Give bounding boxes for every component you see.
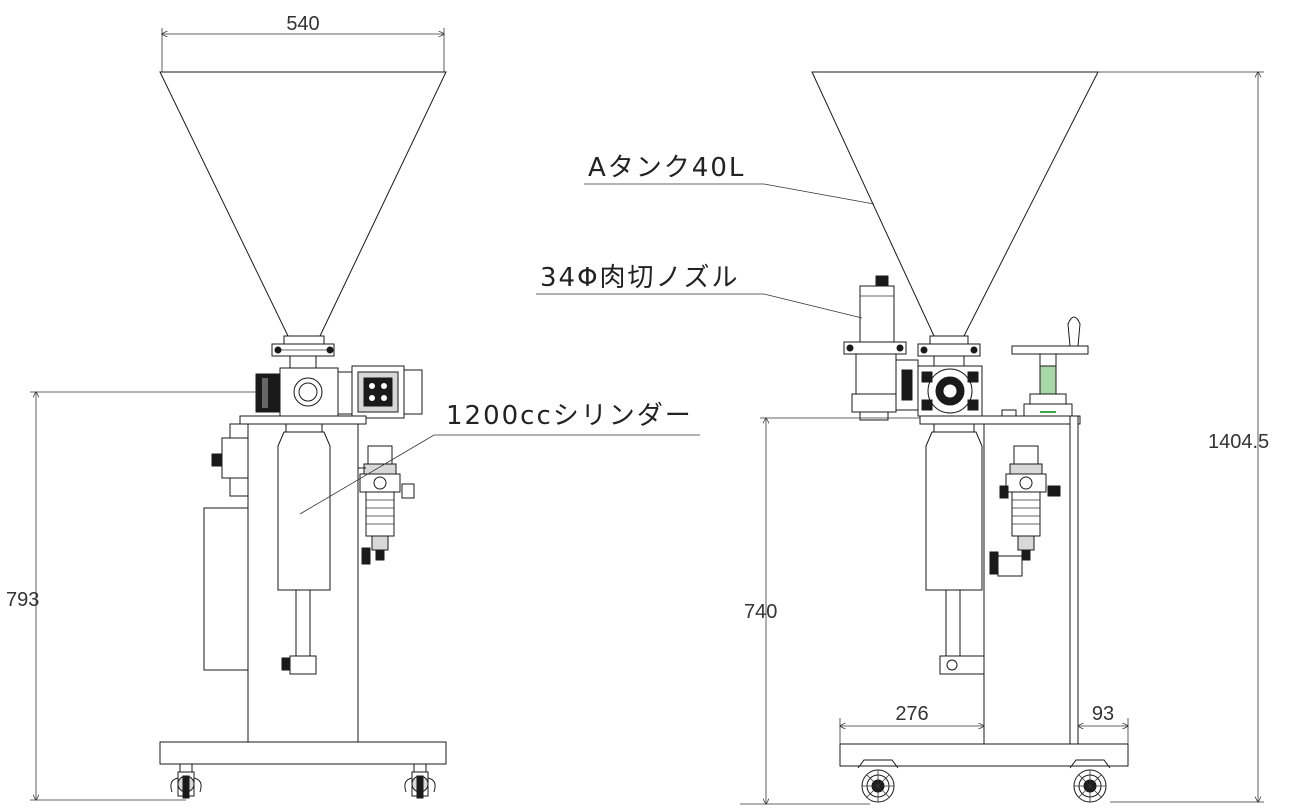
dim-inner-width: 276 bbox=[840, 703, 984, 744]
right-machine: 740 1404.5 276 93 Aタンク40L 3 bbox=[536, 72, 1269, 804]
dim-total-height-text: 1404.5 bbox=[1208, 431, 1269, 453]
dim-top-width-text: 540 bbox=[286, 13, 319, 35]
dim-top-width: 540 bbox=[162, 13, 444, 72]
label-cylinder-text: 1200ccシリンダー bbox=[446, 401, 693, 431]
label-nozzle: 34Φ肉切ノズル bbox=[536, 263, 863, 319]
left-machine: 540 bbox=[6, 13, 700, 800]
dim-left-height: 793 bbox=[6, 392, 258, 800]
right-nozzle bbox=[843, 275, 919, 421]
dim-left-height-text: 793 bbox=[6, 589, 39, 611]
dim-total-height: 1404.5 bbox=[740, 72, 1269, 805]
label-tank-text: Aタンク40L bbox=[588, 153, 745, 183]
right-hopper bbox=[811, 71, 1099, 367]
dim-right-height-text: 740 bbox=[744, 601, 777, 623]
label-cylinder: 1200ccシリンダー bbox=[299, 401, 700, 515]
label-tank: Aタンク40L bbox=[584, 153, 875, 205]
dim-offset-text: 93 bbox=[1092, 703, 1114, 725]
dim-right-height: 740 bbox=[744, 418, 920, 804]
right-handwheel bbox=[1001, 316, 1089, 417]
right-base bbox=[839, 743, 1129, 803]
label-nozzle-text: 34Φ肉切ノズル bbox=[540, 263, 740, 293]
right-frame bbox=[919, 415, 1081, 745]
dim-inner-width-text: 276 bbox=[895, 703, 928, 725]
right-rotary-valve bbox=[917, 365, 983, 417]
left-hopper bbox=[159, 71, 447, 371]
left-base bbox=[159, 741, 447, 799]
left-frame bbox=[203, 415, 415, 743]
left-valve-motor bbox=[255, 365, 423, 419]
dim-offset: 93 bbox=[1078, 703, 1128, 744]
